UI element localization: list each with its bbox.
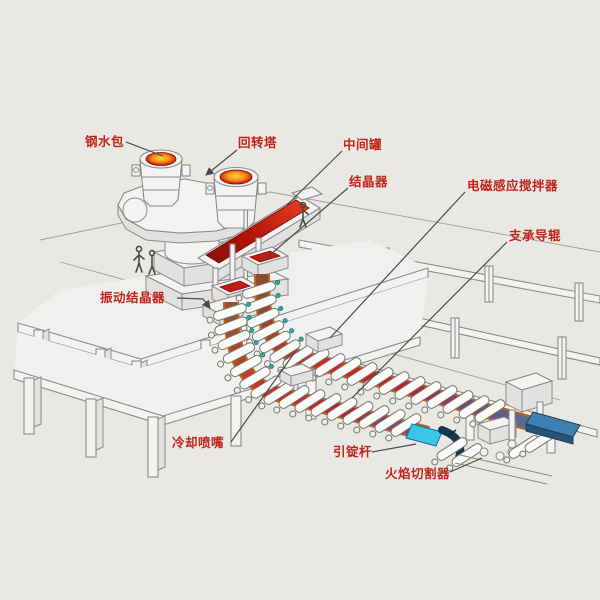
label-turret: 回转塔 — [238, 135, 277, 150]
ladle-1 — [131, 149, 191, 207]
ems-stirrer-box — [304, 326, 344, 353]
label-cooling-nozzle: 冷却喷嘴 — [172, 435, 224, 450]
flame-cutter-machine — [428, 372, 558, 485]
label-mold: 结晶器 — [349, 174, 388, 189]
label-guide-roller: 支承导辊 — [508, 228, 561, 243]
leader-lines — [125, 141, 508, 473]
label-ems-stirrer: 电磁感应搅拌器 — [467, 178, 558, 193]
worker-figures — [133, 201, 309, 275]
molten-steel — [219, 169, 253, 185]
label-ladle: 钢水包 — [85, 134, 124, 149]
labels: 钢水包 回转塔 中间罐 结晶器 电磁感应搅拌器 支承导辊 振动结晶器 冷却喷嘴 … — [85, 134, 561, 481]
mold-back — [240, 246, 290, 278]
ems-stirrer-box — [278, 363, 315, 387]
label-tundish: 中间罐 — [343, 137, 382, 152]
label-vibrating-mold: 振动结晶器 — [100, 290, 165, 305]
label-flame-cutter: 火焰切割器 — [385, 466, 450, 481]
cut-slab — [525, 411, 581, 445]
molten-steel — [145, 152, 177, 166]
label-dummy-bar: 引锭杆 — [333, 444, 372, 459]
